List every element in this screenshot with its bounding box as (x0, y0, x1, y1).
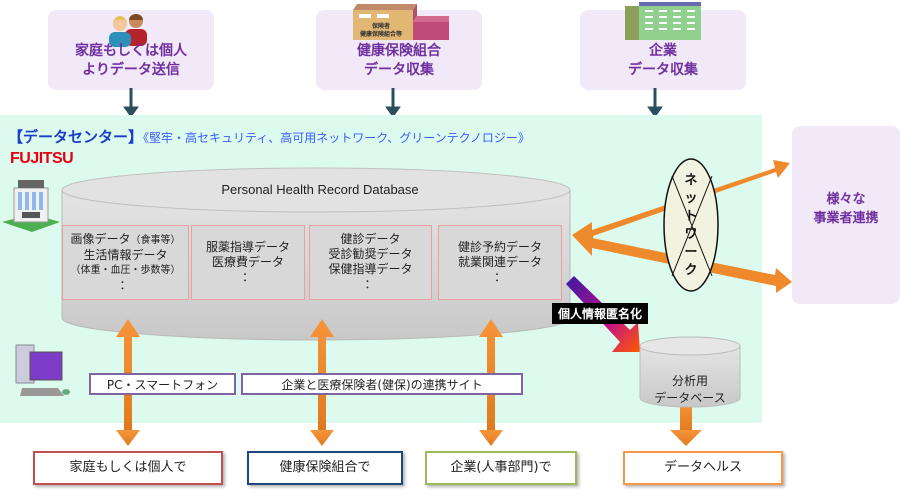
anonymize-label: 個人情報匿名化 (552, 303, 649, 324)
source-household: 家庭もしくは個人よりデータ送信 (48, 10, 214, 90)
svg-text:保険者: 保険者 (371, 22, 390, 30)
source-connectors (123, 88, 663, 118)
connector-arrowhead (647, 106, 663, 118)
svg-text:健康保険組合等: 健康保険組合等 (360, 30, 402, 38)
source-label: 家庭もしくは個人よりデータ送信 (75, 43, 187, 78)
download-arrowhead (479, 430, 503, 446)
datacenter-title: 【データセンター】《堅牢・高セキュリティ、高可用ネットワーク、グリーンテクノロジ… (8, 128, 530, 146)
output-company: 企業(人事部門)で (425, 451, 577, 485)
analysis-output-arrowhead (670, 430, 702, 446)
database-title: Personal Health Record Database (221, 182, 419, 197)
source-company: 企業データ収集 (580, 2, 746, 90)
analysis-database-cylinder (639, 336, 741, 408)
data-cell-employment: 健診予約データ 就業関連データ ： (438, 225, 562, 300)
computer-icon (15, 344, 70, 396)
data-cell-medication: 服薬指導データ 医療費データ ： (191, 225, 305, 300)
partner-box: 様々な事業者連携 (792, 126, 900, 304)
download-arrowhead (116, 430, 140, 446)
tag-partner-site: 企業と医療保険者(健保)の連携サイト (241, 373, 523, 395)
data-cell-checkup: 健診データ 受診勧奨データ 保健指導データ ： (309, 225, 432, 300)
download-arrowhead (310, 430, 334, 446)
network-label: ネ ッ ト ワ ー ク (684, 173, 698, 278)
output-household: 家庭もしくは個人で (33, 451, 223, 485)
tag-pc-smartphone: PC・スマートフォン (89, 373, 236, 395)
fujitsu-logo: FUJITSU (10, 150, 74, 167)
office-building-icon (625, 2, 701, 40)
source-label: 企業データ収集 (628, 43, 698, 78)
connector-arrowhead (385, 106, 401, 118)
analysis-output-arrow (680, 400, 692, 434)
connector-arrowhead (123, 106, 139, 118)
analysis-database-label: 分析用 データベース (654, 374, 726, 405)
output-datahealth: データヘルス (623, 451, 783, 485)
output-insurer: 健康保険組合で (247, 451, 403, 485)
insurer-building-icon: 保険者 健康保険組合等 (353, 4, 449, 40)
network-ellipse (663, 158, 719, 292)
datacenter-building-icon (2, 180, 60, 232)
source-label: 健康保険組合データ収集 (357, 43, 441, 78)
people-icon (109, 14, 147, 47)
data-cell-lifelog: 画像データ（食事等） 生活情報データ （体重・血圧・歩数等） ： (62, 225, 189, 300)
source-insurer: 保険者 健康保険組合等 健康保険組合データ収集 (316, 4, 482, 90)
